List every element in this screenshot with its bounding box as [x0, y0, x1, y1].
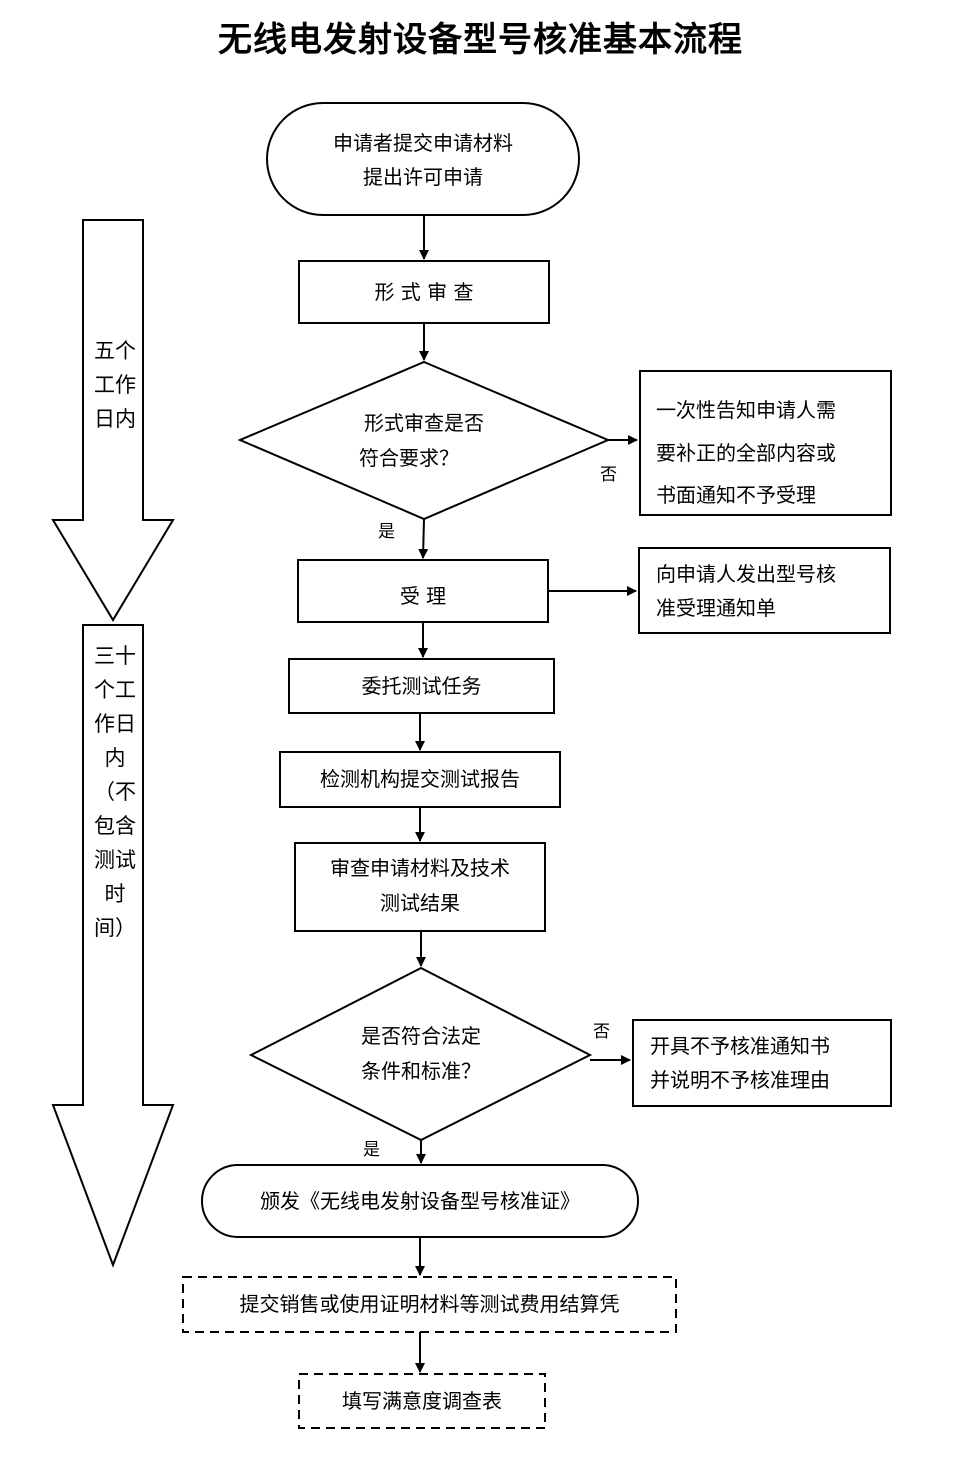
- issue-cert-text: 颁发《无线电发射设备型号核准证》: [260, 1189, 580, 1213]
- decision-2-yes-label: 是: [363, 1140, 380, 1160]
- accept-notice-text-1: 向申请人发出型号核: [656, 562, 836, 586]
- accept-notice-box: [638, 547, 891, 634]
- reject-1-text-1: 一次性告知申请人需: [656, 398, 836, 422]
- timeline-arrow-1: [51, 219, 175, 622]
- timeline-phase-1-label: 五个工作日内: [94, 339, 136, 431]
- submit-proof-box: [182, 1276, 677, 1333]
- reject-2-box: [632, 1019, 892, 1107]
- delegate-test-box: [288, 658, 555, 714]
- test-report-text: 检测机构提交测试报告: [320, 767, 520, 791]
- accept-notice-text-2: 准受理通知单: [656, 596, 776, 620]
- start-text-2: 提出许可申请: [363, 165, 483, 189]
- survey-text: 填写满意度调查表: [342, 1389, 502, 1413]
- timeline-phase-2-label: 三十个工作日内（不包含测试时间）: [94, 644, 136, 940]
- page-title: 无线电发射设备型号核准基本流程: [218, 20, 743, 60]
- decision-2-text-2: 条件和标准？: [361, 1059, 481, 1083]
- reject-1-text-2: 要补正的全部内容或: [656, 441, 836, 465]
- reject-2-text-2: 并说明不予核准理由: [650, 1068, 830, 1092]
- decision-1-yes-label: 是: [378, 522, 395, 542]
- formal-review-text: 形 式 审 查: [374, 280, 474, 304]
- accept-text: 受 理: [399, 584, 447, 608]
- decision-1-text-1: 形式审查是否: [364, 411, 484, 435]
- arrow-decision1-yes: [418, 518, 429, 559]
- survey-box: [298, 1373, 546, 1429]
- decision-2-no-label: 否: [593, 1022, 610, 1042]
- start-text-1: 申请者提交申请材料: [333, 131, 513, 155]
- review-text-2: 测试结果: [380, 891, 460, 915]
- decision-2-text-1: 是否符合法定: [361, 1024, 481, 1048]
- submit-proof-text: 提交销售或使用证明材料等测试费用结算凭: [239, 1292, 620, 1316]
- decision-1-text-2: 符合要求？: [359, 446, 459, 470]
- reject-2-text-1: 开具不予核准通知书: [650, 1034, 830, 1058]
- decision-1-no-label: 否: [600, 465, 617, 485]
- reject-1-text-3: 书面通知不予受理: [656, 483, 816, 507]
- reject-1-box: [639, 370, 892, 516]
- timeline-arrow-2: [51, 624, 175, 1268]
- review-text-1: 审查申请材料及技术: [330, 856, 510, 880]
- delegate-test-text: 委托测试任务: [361, 674, 482, 698]
